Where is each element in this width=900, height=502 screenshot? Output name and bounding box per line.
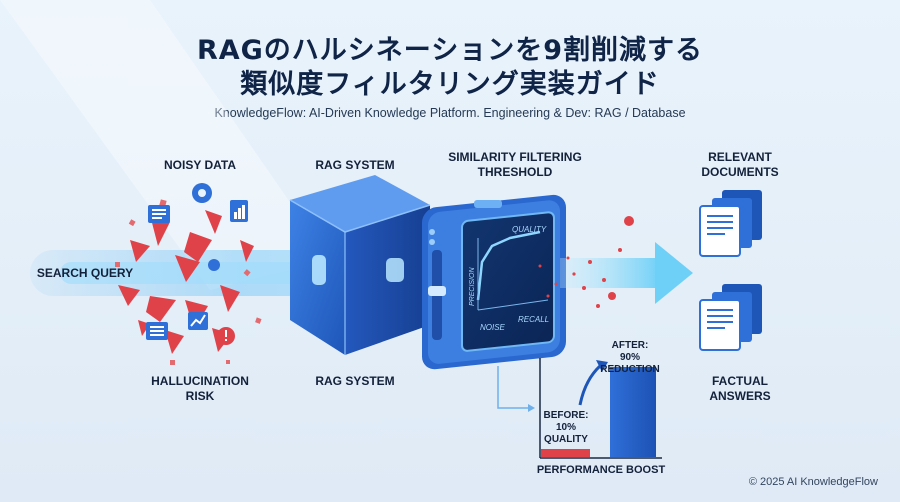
filtered-particles [538, 216, 634, 308]
before-label-line1: BEFORE: [544, 410, 589, 421]
bar-after [610, 367, 656, 457]
hallucination-label-line1: HALLUCINATION [151, 374, 249, 388]
noise-shards [118, 210, 254, 354]
table-icon [146, 322, 168, 340]
alert-icon [217, 327, 235, 345]
after-label-line1: AFTER: [612, 340, 649, 351]
screen-noise-label: NOISE [480, 323, 506, 332]
trend-icon [188, 312, 208, 330]
output-arrow [560, 242, 693, 304]
before-label-line3: QUALITY [544, 434, 588, 445]
before-label-line2: 10% [556, 422, 576, 433]
rag-cube [289, 175, 431, 355]
screen-quality-label: QUALITY [512, 225, 547, 234]
relevant-label-line1: RELEVANT [708, 150, 772, 164]
copyright-footer: © 2025 AI KnowledgeFlow [748, 476, 878, 488]
noisy-data-label: NOISY DATA [163, 158, 236, 172]
after-label-line3: REDUCTION [600, 364, 659, 375]
chart-x-label: PERFORMANCE BOOST [537, 464, 666, 476]
search-query-label: SEARCH QUERY [36, 266, 134, 280]
chart-connector [497, 366, 528, 409]
page-title-line2: 類似度フィルタリング実装ガイド [240, 69, 660, 100]
hallucination-label-line2: RISK [185, 389, 215, 403]
filter-device [422, 194, 566, 370]
chart-connector-arrowhead [528, 404, 535, 412]
rag-system-bottom-label: RAG SYSTEM [315, 374, 395, 388]
noise-fragments [115, 199, 262, 365]
threshold-label-line2: THRESHOLD [477, 165, 553, 179]
bar-chart-icon [230, 200, 248, 222]
threshold-label-line1: SIMILARITY FILTERING [448, 150, 582, 164]
gear-icon [192, 183, 212, 203]
question-icon [208, 259, 220, 271]
after-label-line2: 90% [620, 352, 640, 363]
factual-label-line2: ANSWERS [709, 389, 771, 403]
growth-arrow [578, 364, 602, 406]
screen-precision-label: PRECISION [469, 267, 476, 306]
relevant-documents-icon [699, 190, 762, 257]
growth-arrowhead [596, 360, 608, 372]
factual-answers-icon [699, 284, 762, 351]
screen-recall-label: RECALL [518, 315, 549, 324]
rag-system-top-label: RAG SYSTEM [315, 158, 395, 172]
light-ray [0, 0, 330, 290]
bar-before [541, 449, 590, 457]
document-icon [148, 205, 170, 223]
page-subtitle: KnowledgeFlow: AI-Driven Knowledge Platf… [214, 106, 686, 120]
relevant-label-line2: DOCUMENTS [701, 165, 779, 179]
factual-label-line1: FACTUAL [712, 374, 768, 388]
page-title-line1: RAGのハルシネーションを9割削減する [196, 35, 704, 66]
